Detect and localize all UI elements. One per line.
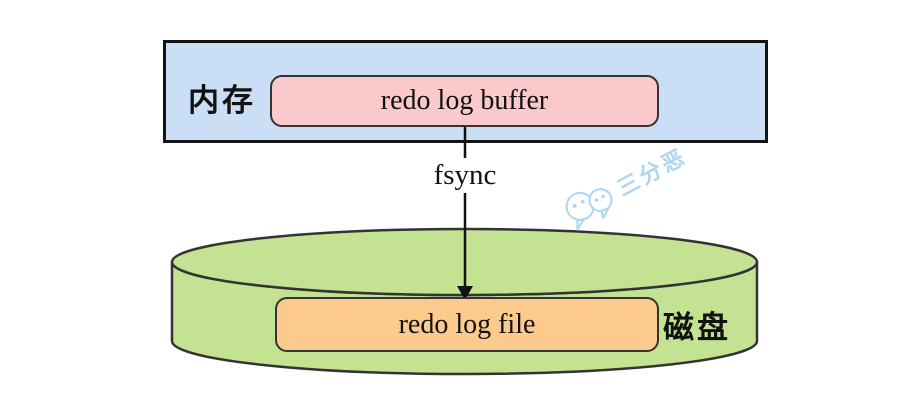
redo-log-buffer-box: redo log buffer (270, 75, 659, 127)
redo-log-file-label: redo log file (398, 308, 536, 340)
watermark: 三分恶 (553, 134, 695, 237)
wechat-chat-bubbles-icon (565, 188, 613, 231)
disk-cylinder-top (170, 227, 759, 297)
watermark-text: 三分恶 (612, 143, 691, 201)
redo-log-file-box: redo log file (275, 297, 659, 352)
fsync-label: fsync (423, 158, 507, 193)
memory-label: 内存 (188, 83, 256, 118)
redo-log-buffer-label: redo log buffer (380, 85, 549, 116)
disk-label: 磁盘 (663, 310, 731, 345)
